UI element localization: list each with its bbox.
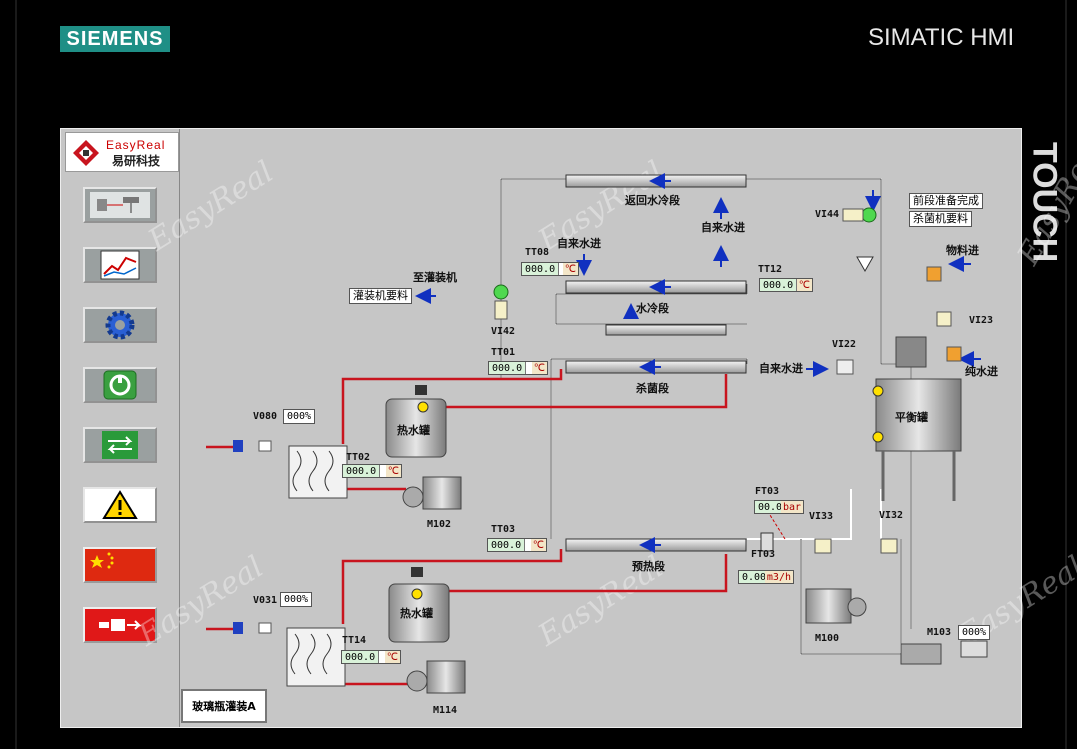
valve-vi32 [880, 538, 898, 554]
display-v080-opening: 000% [283, 409, 316, 424]
display-m103-speed: 000% [958, 625, 991, 640]
tag-m102: M102 [427, 519, 451, 530]
display-tt03: 000.0℃ [487, 538, 547, 552]
status-filler-request: 灌装机要料 [349, 288, 412, 304]
transfer-arrows-icon [102, 431, 138, 459]
nav-recipe-button[interactable] [83, 367, 157, 403]
valve-vi33 [814, 538, 832, 554]
settings-gear-icon [105, 310, 135, 340]
label-preheat: 预热段 [632, 559, 665, 573]
tag-vi33: VI33 [809, 511, 833, 522]
tag-tt12: TT12 [758, 264, 782, 275]
company-logo: EasyReal 易研科技 [65, 132, 179, 172]
trend-chart-icon [100, 250, 140, 280]
tag-tt02: TT02 [346, 452, 370, 463]
tag-vi23: VI23 [969, 315, 993, 326]
tag-m100: M100 [815, 633, 839, 644]
pump-m102 [402, 476, 462, 510]
hot-water-tank-2 [388, 567, 450, 643]
label-pure-water-in: 纯水进 [965, 364, 998, 378]
display-tt14: 000.0℃ [341, 650, 401, 664]
tag-ft03-pressure: FT03 [755, 486, 779, 497]
hot-water-tank-1 [385, 385, 447, 458]
balance-tank [872, 336, 962, 501]
tag-tt01: TT01 [491, 347, 515, 358]
process-diagram: 返回水冷段 自来水进 自来水进 自来水进 至灌装机 水冷段 杀菌段 预热段 热水… [206, 173, 998, 716]
plate-heat-exchanger-2 [286, 627, 346, 687]
pump-m114 [406, 660, 466, 694]
display-tt12: 000.0℃ [759, 278, 813, 292]
tag-m103: M103 [927, 627, 951, 638]
hmi-screen: EasyReal 易研科技 [60, 128, 1077, 728]
tag-v080: V080 [253, 411, 277, 422]
label-return-water: 返回水冷段 [625, 193, 680, 207]
tag-tt03: TT03 [491, 524, 515, 535]
label-tap-water-in-2: 自来水进 [557, 236, 601, 250]
nav-settings-button[interactable] [83, 307, 157, 343]
valve-material-in [926, 266, 942, 282]
label-tap-water-in-1: 自来水进 [701, 220, 745, 234]
touch-label: TOUCH [1025, 142, 1064, 263]
sidebar: EasyReal 易研科技 [61, 129, 180, 727]
plate-heat-exchanger-1 [288, 445, 348, 499]
pump-m103 [900, 640, 988, 665]
tag-vi42: VI42 [491, 326, 515, 337]
display-tt01: 000.0℃ [488, 361, 548, 375]
process-overview-icon [90, 192, 150, 218]
siemens-logo: SIEMENS [60, 26, 170, 52]
nav-language-button[interactable] [83, 547, 157, 583]
label-balance-tank: 平衡罐 [895, 410, 928, 424]
pump-m100 [805, 588, 867, 624]
display-v031-opening: 000% [280, 592, 313, 607]
tag-m114: M114 [433, 705, 457, 716]
valve-vi23 [936, 311, 952, 327]
label-sterilize: 杀菌段 [636, 381, 669, 395]
company-name-cn: 易研科技 [112, 154, 161, 168]
tag-tt08: TT08 [525, 247, 549, 258]
tag-v031: V031 [253, 595, 277, 606]
nav-alarm-button[interactable] [83, 487, 157, 523]
label-material-in: 物料进 [946, 243, 979, 257]
label-hot-tank-2: 热水罐 [400, 606, 433, 620]
hmi-title: SIMATIC HMI [868, 24, 1015, 51]
label-hot-tank-1: 热水罐 [397, 423, 430, 437]
tag-vi22: VI22 [832, 339, 856, 350]
label-water-cool: 水冷段 [636, 301, 669, 315]
recipe-icon [103, 370, 137, 400]
display-tt08: 000.0℃ [521, 262, 579, 276]
nav-process-overview-button[interactable] [83, 187, 157, 223]
label-to-filler: 至灌装机 [413, 270, 457, 284]
bottle-filling-a-button[interactable]: 玻璃瓶灌装A [181, 689, 267, 723]
valve-vi44 [842, 207, 877, 223]
china-flag-icon [85, 549, 155, 581]
valve-pure-water [946, 346, 962, 362]
company-name-en: EasyReal [106, 138, 166, 152]
display-tt02: 000.0℃ [342, 464, 402, 478]
valve-vi42 [493, 284, 509, 320]
easyreal-logo-icon [73, 140, 99, 166]
label-tap-water-in-3: 自来水进 [759, 361, 803, 375]
status-sterilizer-request: 杀菌机要料 [909, 211, 972, 227]
nav-exit-button[interactable] [83, 607, 157, 643]
valve-vi22 [836, 359, 854, 375]
status-pre-ready: 前段准备完成 [909, 193, 983, 209]
exit-icon [95, 611, 145, 639]
tag-vi32: VI32 [879, 510, 903, 521]
warning-icon [102, 490, 138, 519]
tag-tt14: TT14 [342, 635, 366, 646]
tag-ft03-flow: FT03 [751, 549, 775, 560]
nav-trend-button[interactable] [83, 247, 157, 283]
flow-meter-ft03 [760, 532, 774, 552]
tag-vi44: VI44 [815, 209, 839, 220]
nav-transfer-button[interactable] [83, 427, 157, 463]
